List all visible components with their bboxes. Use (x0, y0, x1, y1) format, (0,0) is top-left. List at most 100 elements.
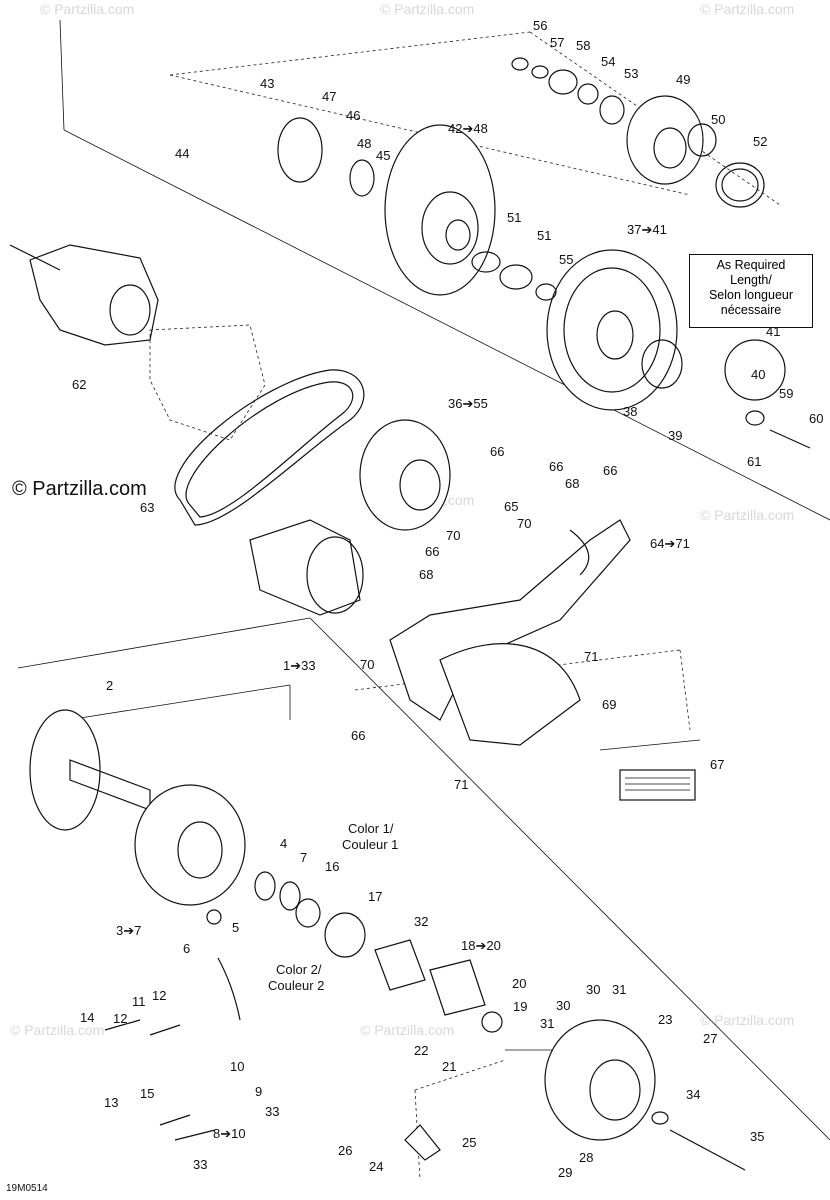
callout: 49 (676, 72, 690, 87)
callout-labels: 56 57 58 54 53 49 43 47 46 42➔48 50 52 4… (72, 18, 823, 1180)
spring (715, 162, 765, 208)
callout: 26 (338, 1143, 352, 1158)
callout: 17 (368, 889, 382, 904)
spider (429, 959, 486, 1016)
callout: 62 (72, 377, 86, 392)
callout: 71 (454, 777, 468, 792)
watermark: © Partzilla.com (700, 1, 794, 17)
callout: 54 (601, 54, 615, 69)
callout: 9 (255, 1084, 262, 1099)
callout: 5 (232, 920, 239, 935)
callout: 50 (711, 112, 725, 127)
callout: 66 (549, 459, 563, 474)
callout: 66 (425, 544, 439, 559)
callout: 51 (507, 210, 521, 225)
callout: 68 (419, 567, 433, 582)
note-line: Length/ (730, 273, 772, 287)
callout: 68 (565, 476, 579, 491)
callout: 12 (113, 1011, 127, 1026)
callout: 3➔7 (116, 923, 141, 938)
callout: 51 (537, 228, 551, 243)
callout: 21 (442, 1059, 456, 1074)
driven-pulley-assembly (277, 57, 811, 449)
as-required-note: As Required Length/ Selon longueur néces… (689, 254, 813, 328)
cam-cylinder (626, 95, 704, 185)
callout: 65 (504, 499, 518, 514)
callout: 66 (603, 463, 617, 478)
sheave-disc (384, 124, 496, 296)
callout: 58 (576, 38, 590, 53)
callout: 20 (512, 976, 526, 991)
belt-guard (389, 519, 631, 746)
gearbox-assembly (9, 244, 266, 441)
callout: 24 (369, 1159, 383, 1174)
color2-label-line1: Color 2/ (276, 962, 322, 977)
callout: 70 (446, 528, 460, 543)
callout: 70 (517, 516, 531, 531)
callout: 56 (533, 18, 547, 33)
note-line: Selon longueur (708, 288, 794, 302)
callout: 30 (586, 982, 600, 997)
callout: 31 (612, 982, 626, 997)
pulley-cover (546, 249, 678, 411)
bushing-ring (277, 117, 323, 183)
note-line: nécessaire (720, 303, 782, 317)
callout: 38 (623, 404, 637, 419)
callout: 45 (376, 148, 390, 163)
cover-sleeve (374, 939, 426, 991)
callout: 33 (193, 1157, 207, 1172)
callout: 44 (175, 146, 189, 161)
drive-belt (174, 369, 365, 526)
callout: 16 (325, 859, 339, 874)
callout: 29 (558, 1165, 572, 1180)
callout: 25 (462, 1135, 476, 1150)
drive-pulley-small (249, 419, 451, 616)
color1-label-line2: Couleur 1 (342, 837, 398, 852)
warning-label (619, 769, 696, 801)
callout: 48 (357, 136, 371, 151)
watermark: © Partzilla.com (700, 507, 794, 523)
callout: 37➔41 (627, 222, 667, 237)
callout: 60 (809, 411, 823, 426)
callout: 2 (106, 678, 113, 693)
callout: 57 (550, 35, 564, 50)
watermark: © Partzilla.com (40, 1, 134, 17)
note-line: As Required (716, 258, 786, 272)
callout: 59 (779, 386, 793, 401)
callout: 23 (658, 1012, 672, 1027)
spring (324, 912, 366, 958)
callout: 32 (414, 914, 428, 929)
callout: 28 (579, 1150, 593, 1165)
callout: 14 (80, 1010, 94, 1025)
callout: 70 (360, 657, 374, 672)
callout: 46 (346, 108, 360, 123)
callout: 4 (280, 836, 287, 851)
watermark: © Partzilla.com (700, 1012, 794, 1028)
callout: 69 (602, 697, 616, 712)
partzilla-watermark: © Partzilla.com (10, 478, 149, 501)
callout: 33 (265, 1104, 279, 1119)
callout: 71 (584, 649, 598, 664)
callout: 15 (140, 1086, 154, 1101)
callout: 52 (753, 134, 767, 149)
callout: 6 (183, 941, 190, 956)
watermark: © Partzilla.com (360, 1022, 454, 1038)
fixed-sheave (29, 709, 101, 831)
callout: 47 (322, 89, 336, 104)
drive-pulley-exploded (29, 709, 746, 1171)
callout: 31 (540, 1016, 554, 1031)
watermark: © Partzilla.com (380, 1, 474, 17)
governor-cup (544, 1019, 656, 1141)
callout: 63 (140, 500, 154, 515)
callout: 40 (751, 367, 765, 382)
callout: 11 (132, 994, 146, 1009)
callout: 12 (152, 988, 166, 1003)
callout: 39 (668, 428, 682, 443)
color-labels: Color 1/ Couleur 1 Color 2/ Couleur 2 (268, 821, 398, 993)
callout: 13 (104, 1095, 118, 1110)
callout: 22 (414, 1043, 428, 1058)
callout: 10 (230, 1059, 244, 1074)
callout: 66 (351, 728, 365, 743)
diagram-code: 19M0514 (6, 1183, 48, 1194)
